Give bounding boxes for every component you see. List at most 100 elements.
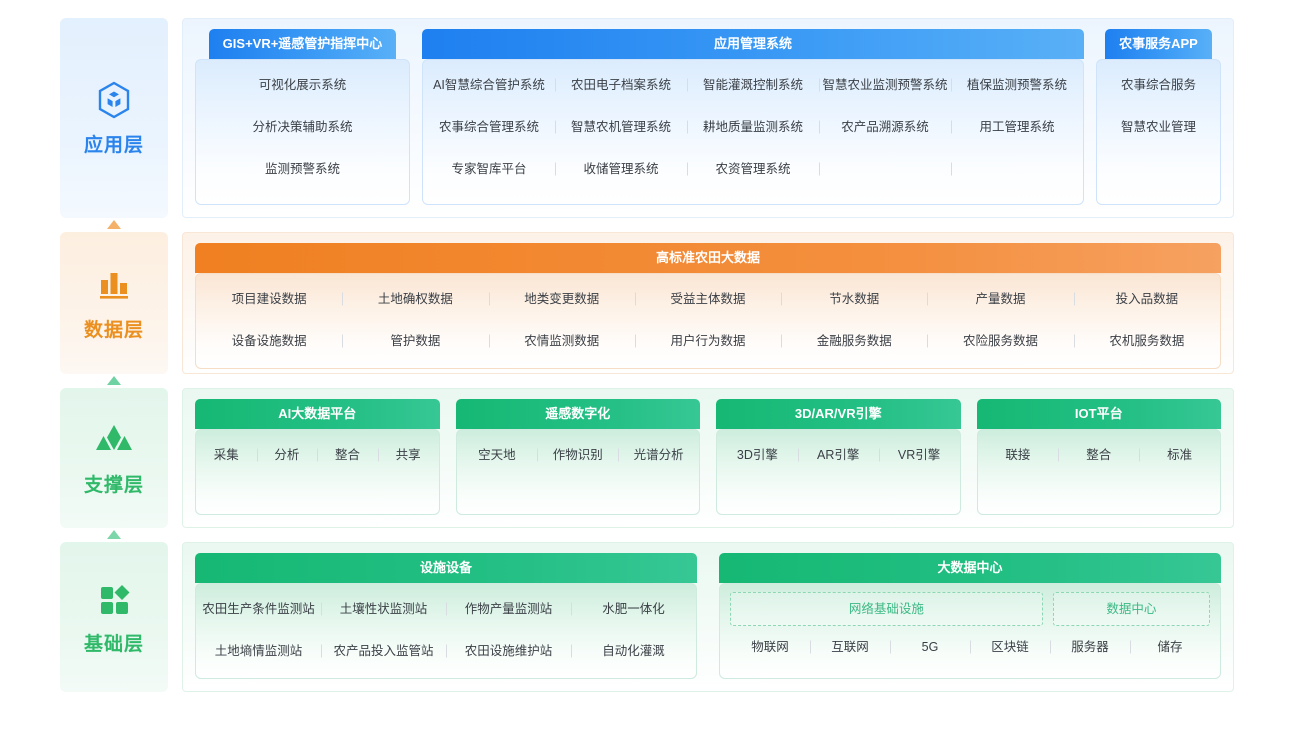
group-remote-sensing-digital[interactable]: 遥感数字化 空天地 作物识别 光谱分析 xyxy=(455,399,700,515)
group-tab-farm-service-app[interactable]: 农事服务APP xyxy=(1105,29,1212,59)
item-row: 土地墒情监测站 农产品投入监管站 农田设施维护站 自动化灌溉 xyxy=(196,630,696,672)
list-item[interactable]: 储存 xyxy=(1130,626,1210,668)
subbox-data-center[interactable]: 数据中心 xyxy=(1052,592,1210,626)
group-tab-gis-vr[interactable]: GIS+VR+遥感管护指挥中心 xyxy=(208,29,397,59)
item-row: 设备设施数据 管护数据 农情监测数据 用户行为数据 金融服务数据 农险服务数据 … xyxy=(196,320,1220,362)
list-item[interactable]: 植保监测预警系统 xyxy=(951,64,1083,106)
group-tab-bigdata-center[interactable]: 大数据中心 xyxy=(719,553,1221,583)
list-item[interactable]: 农机服务数据 xyxy=(1074,320,1220,362)
list-item[interactable]: 用户行为数据 xyxy=(635,320,781,362)
list-item[interactable]: 收储管理系统 xyxy=(555,148,687,190)
list-item-empty xyxy=(1097,148,1220,190)
list-item[interactable]: 投入品数据 xyxy=(1074,278,1220,320)
list-item[interactable]: 受益主体数据 xyxy=(635,278,781,320)
list-item[interactable]: 农田电子档案系统 xyxy=(555,64,687,106)
list-item[interactable]: AI智慧综合管护系统 xyxy=(433,78,545,92)
list-item[interactable]: 农产品溯源系统 xyxy=(819,106,951,148)
list-item[interactable]: 土地确权数据 xyxy=(342,278,488,320)
list-item[interactable]: 耕地质量监测系统 xyxy=(687,106,819,148)
group-ai-bigdata-platform[interactable]: AI大数据平台 采集 分析 整合 共享 xyxy=(195,399,440,515)
list-item[interactable]: 采集 xyxy=(213,448,239,462)
group-body-gis-vr: 可视化展示系统 分析决策辅助系统 监测预警系统 xyxy=(195,59,410,205)
list-item[interactable]: 农资管理系统 xyxy=(687,148,819,190)
list-item[interactable]: 土壤性状监测站 xyxy=(321,588,446,630)
list-item-empty xyxy=(951,148,1083,190)
list-item[interactable]: 节水数据 xyxy=(781,278,927,320)
list-item[interactable]: 农情监测数据 xyxy=(489,320,635,362)
list-item[interactable]: 水肥一体化 xyxy=(571,588,696,630)
list-item[interactable]: 光谱分析 xyxy=(618,434,699,476)
list-item[interactable]: 整合 xyxy=(1058,434,1139,476)
item-row: 空天地 作物识别 光谱分析 xyxy=(457,434,700,476)
group-application-management[interactable]: 应用管理系统 AI智慧综合管护系统 农田电子档案系统 智能灌溉控制系统 智慧农业… xyxy=(422,29,1084,205)
list-item[interactable]: 金融服务数据 xyxy=(781,320,927,362)
group-tab-ai-bigdata-platform[interactable]: AI大数据平台 xyxy=(195,399,440,429)
list-item[interactable]: 设备设施数据 xyxy=(231,334,307,348)
group-3d-ar-vr-engine[interactable]: 3D/AR/VR引擎 3D引擎 AR引擎 VR引擎 xyxy=(716,399,961,515)
list-item[interactable]: 农产品投入监管站 xyxy=(321,630,446,672)
list-item[interactable]: AR引擎 xyxy=(798,434,879,476)
group-farm-service-app[interactable]: 农事服务APP 农事综合服务 智慧农业管理 xyxy=(1096,29,1221,205)
list-item[interactable]: 作物识别 xyxy=(537,434,618,476)
list-item[interactable]: 可视化展示系统 xyxy=(258,78,347,92)
list-item[interactable]: 5G xyxy=(890,626,970,668)
list-item[interactable]: 3D引擎 xyxy=(736,448,778,462)
list-item[interactable]: 作物产量监测站 xyxy=(446,588,571,630)
list-item[interactable]: 分析 xyxy=(257,434,318,476)
group-farmland-bigdata[interactable]: 高标准农田大数据 项目建设数据 土地确权数据 地类变更数据 受益主体数据 节水数… xyxy=(195,243,1221,369)
list-item[interactable]: 农事综合服务 xyxy=(1120,78,1196,92)
group-facility-equipment[interactable]: 设施设备 农田生产条件监测站 土壤性状监测站 作物产量监测站 水肥一体化 土地墒… xyxy=(195,553,697,679)
list-item[interactable]: 联接 xyxy=(1005,448,1031,462)
layer-label-base: 基础层 xyxy=(60,542,168,692)
list-item-empty xyxy=(819,148,951,190)
list-item[interactable]: 共享 xyxy=(378,434,439,476)
list-item[interactable]: 专家智库平台 xyxy=(451,162,527,176)
list-item[interactable]: 互联网 xyxy=(810,626,890,668)
subbox-network-infrastructure[interactable]: 网络基础设施 xyxy=(730,592,1043,626)
group-tab-remote-sensing-digital[interactable]: 遥感数字化 xyxy=(455,399,700,429)
list-item[interactable]: 标准 xyxy=(1139,434,1220,476)
list-item[interactable]: 产量数据 xyxy=(927,278,1073,320)
list-item[interactable]: 土地墒情监测站 xyxy=(214,644,303,658)
group-body-iot-platform: 联接 整合 标准 xyxy=(976,429,1221,515)
list-item[interactable]: VR引擎 xyxy=(879,434,960,476)
list-item[interactable]: 农事综合管理系统 xyxy=(438,120,539,134)
layer-label-support: 支撑层 xyxy=(60,388,168,528)
list-item[interactable]: 自动化灌溉 xyxy=(571,630,696,672)
group-tab-application-management[interactable]: 应用管理系统 xyxy=(422,29,1084,59)
list-item[interactable]: 农险服务数据 xyxy=(927,320,1073,362)
list-item[interactable]: 项目建设数据 xyxy=(231,292,307,306)
list-item[interactable]: 服务器 xyxy=(1050,626,1130,668)
group-gis-vr-command-center[interactable]: GIS+VR+遥感管护指挥中心 可视化展示系统 分析决策辅助系统 监测预警系统 xyxy=(195,29,410,205)
list-item[interactable]: 管护数据 xyxy=(342,320,488,362)
list-item[interactable]: 智能灌溉控制系统 xyxy=(687,64,819,106)
layer-application: 应用层 GIS+VR+遥感管护指挥中心 可视化展示系统 分析决策辅助系统 xyxy=(60,18,1234,218)
list-item[interactable]: 农田设施维护站 xyxy=(446,630,571,672)
group-iot-platform[interactable]: IOT平台 联接 整合 标准 xyxy=(976,399,1221,515)
list-item[interactable]: 智慧农机管理系统 xyxy=(555,106,687,148)
group-tab-3d-ar-vr-engine[interactable]: 3D/AR/VR引擎 xyxy=(716,399,961,429)
connector-arrow-support xyxy=(60,376,168,388)
list-item[interactable]: 智慧农业监测预警系统 xyxy=(819,64,951,106)
group-tab-farmland-bigdata[interactable]: 高标准农田大数据 xyxy=(195,243,1221,273)
layer-title-application: 应用层 xyxy=(83,134,144,156)
group-tab-iot-platform[interactable]: IOT平台 xyxy=(976,399,1221,429)
list-item[interactable]: 分析决策辅助系统 xyxy=(252,120,353,134)
list-item[interactable]: 地类变更数据 xyxy=(489,278,635,320)
list-item[interactable]: 物联网 xyxy=(751,640,789,654)
list-item[interactable]: 整合 xyxy=(317,434,378,476)
list-item[interactable]: 智慧农业管理 xyxy=(1120,120,1196,134)
layer-base: 基础层 设施设备 农田生产条件监测站 土壤性状监测站 作物产量监测站 水肥一体化 xyxy=(60,530,1234,692)
group-tab-facility-equipment[interactable]: 设施设备 xyxy=(195,553,697,583)
list-item[interactable]: 区块链 xyxy=(970,626,1050,668)
item-row: 采集 分析 整合 共享 xyxy=(196,434,439,476)
cube-icon xyxy=(94,80,134,120)
item-row: 农事综合服务 xyxy=(1097,64,1220,106)
list-item[interactable]: 农田生产条件监测站 xyxy=(202,602,315,616)
group-bigdata-center[interactable]: 大数据中心 网络基础设施 数据中心 物联网 互联网 5G 区块链 服务器 储 xyxy=(719,553,1221,679)
list-item[interactable]: 空天地 xyxy=(478,448,516,462)
connector-arrow-data xyxy=(60,220,168,232)
group-body-remote-sensing-digital: 空天地 作物识别 光谱分析 xyxy=(455,429,700,515)
list-item[interactable]: 用工管理系统 xyxy=(951,106,1083,148)
list-item[interactable]: 监测预警系统 xyxy=(264,162,340,176)
